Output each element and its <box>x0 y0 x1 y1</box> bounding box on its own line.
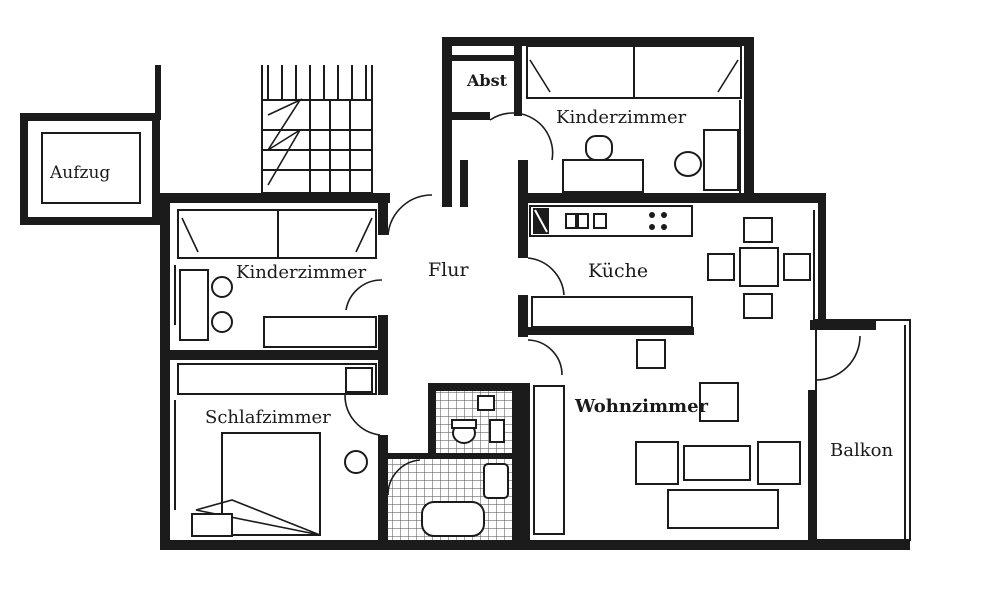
staircase <box>155 65 373 194</box>
kinderzimmer-top-furniture <box>489 45 742 193</box>
room-label-aufzug: Aufzug <box>49 163 110 183</box>
room-label-abst: Abst <box>466 71 508 90</box>
living-room-furniture <box>533 335 861 535</box>
kitchen-furniture <box>527 205 811 376</box>
room-label-schlafzimmer: Schlafzimmer <box>205 407 331 428</box>
room-label-balkon: Balkon <box>830 440 893 461</box>
elevator-shaft <box>20 113 160 225</box>
room-label-kinderzimmer-left: Kinderzimmer <box>236 262 367 283</box>
room-label-flur: Flur <box>428 259 469 281</box>
interior-walls <box>160 46 823 550</box>
kinderzimmer-left-furniture <box>177 194 433 348</box>
room-label-kinderzimmer-top: Kinderzimmer <box>556 107 687 128</box>
bathroom <box>387 391 512 540</box>
room-label-wohnzimmer: Wohnzimmer <box>574 396 709 417</box>
schlafzimmer-furniture <box>177 363 381 537</box>
room-label-kueche: Küche <box>588 260 648 282</box>
